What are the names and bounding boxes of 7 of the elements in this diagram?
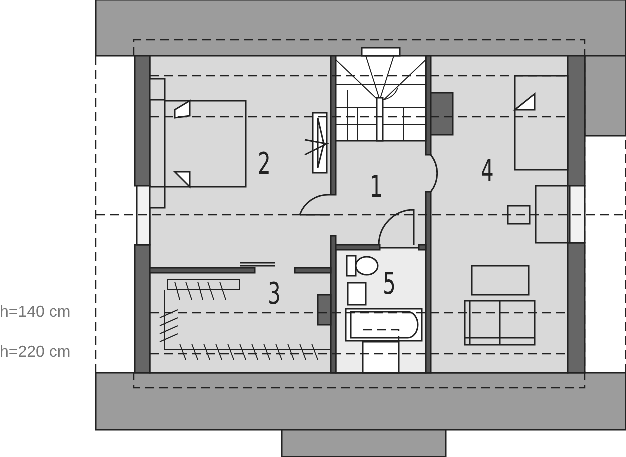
room-number: 3: [268, 280, 281, 310]
ceiling-height-label: h=220 cm: [0, 345, 71, 361]
room-number: 1: [370, 173, 383, 203]
ceiling-height-label: h=140 cm: [0, 305, 71, 321]
room-number: 4: [481, 157, 494, 187]
room-number: 5: [383, 270, 396, 300]
room-number: 2: [258, 150, 271, 180]
